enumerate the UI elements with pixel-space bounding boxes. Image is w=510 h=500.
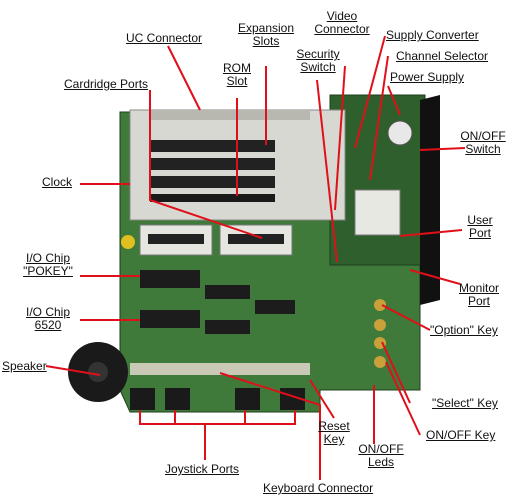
pointer-reset bbox=[309, 379, 335, 419]
label-cardridge-ports: Cardridge Ports bbox=[64, 77, 149, 91]
label-on-off-switch-line1: ON/OFF bbox=[460, 129, 506, 143]
yellow-capacitor bbox=[121, 235, 135, 249]
label-user-port-line2: Port bbox=[468, 226, 491, 240]
pointer-select bbox=[381, 341, 411, 404]
video-box bbox=[354, 189, 401, 236]
keyboard-connector-strip bbox=[130, 363, 310, 375]
onoff-key-shape bbox=[374, 356, 386, 368]
label-on-off-switch-line2: Switch bbox=[465, 142, 501, 156]
label-user-port: User Port bbox=[460, 214, 500, 240]
label-security-switch: Security Switch bbox=[292, 48, 344, 74]
pointer-uc bbox=[167, 45, 201, 111]
label-on-off-leds-line1: ON/OFF bbox=[358, 442, 404, 456]
pointer-onoff bbox=[419, 147, 466, 151]
label-rom-slot-line1: ROM bbox=[223, 61, 251, 75]
label-io-chip-6520: I/O Chip 6520 bbox=[18, 306, 78, 332]
label-user-port-line1: User bbox=[467, 213, 493, 227]
expansion-slot-3 bbox=[150, 176, 275, 188]
label-rom-slot: ROM Slot bbox=[217, 62, 257, 88]
pointer-security bbox=[316, 79, 338, 263]
chip-b bbox=[205, 320, 250, 334]
label-monitor-port-line1: Monitor bbox=[458, 281, 499, 295]
label-on-off-key: ON/OFF Key bbox=[426, 428, 496, 442]
reset-key-shape bbox=[374, 299, 386, 311]
label-reset-key: Reset Key bbox=[314, 420, 354, 446]
pointer-monitor bbox=[409, 269, 461, 285]
joystick-port-3 bbox=[235, 388, 260, 410]
label-security-switch-line1: Security bbox=[296, 47, 340, 61]
expansion-slot-2 bbox=[150, 158, 275, 170]
pointer-joystick bbox=[139, 410, 296, 425]
pointer-onoffkey bbox=[385, 361, 421, 436]
pointer-cart bbox=[149, 90, 263, 239]
label-monitor-port-line2: Port bbox=[467, 294, 490, 308]
label-keyboard-connector: Keyboard Connector bbox=[263, 481, 374, 495]
label-on-off-leds-line2: Leds bbox=[367, 455, 395, 469]
label-io-chip-pokey-line1: I/O Chip bbox=[25, 251, 70, 265]
label-video-connector: Video Connector bbox=[309, 10, 375, 36]
chip-6520 bbox=[140, 310, 200, 328]
pointer-option bbox=[381, 304, 431, 331]
pointer-lines bbox=[45, 35, 466, 480]
option-key-shape bbox=[374, 319, 386, 331]
joystick-port-2 bbox=[165, 388, 190, 410]
label-power-supply: Power Supply bbox=[390, 70, 465, 84]
label-security-switch-line2: Switch bbox=[300, 60, 336, 74]
heatsink bbox=[420, 95, 440, 305]
pokey-chip bbox=[140, 270, 200, 288]
label-uc-connector: UC Connector bbox=[126, 31, 203, 45]
label-expansion-slots-line2: Slots bbox=[252, 34, 280, 48]
expansion-slot-1 bbox=[150, 140, 275, 152]
label-rom-slot-line2: Slot bbox=[226, 74, 248, 88]
chip-a bbox=[205, 285, 250, 299]
pointer-video bbox=[334, 65, 346, 211]
label-io-chip-6520-line1: I/O Chip bbox=[25, 305, 70, 319]
label-io-chip-6520-line2: 6520 bbox=[34, 318, 62, 332]
label-reset-key-line1: Reset bbox=[318, 419, 350, 433]
label-io-chip-pokey-line2: "POKEY" bbox=[23, 264, 73, 278]
label-option-key: "Option" Key bbox=[430, 323, 498, 337]
label-monitor-port: Monitor Port bbox=[452, 282, 506, 308]
label-supply-converter: Supply Converter bbox=[386, 28, 479, 42]
pointer-user bbox=[399, 229, 463, 237]
label-speaker: Speaker bbox=[2, 359, 47, 373]
label-expansion-slots-line1: Expansion bbox=[237, 21, 295, 35]
label-select-key: "Select" Key bbox=[432, 396, 498, 410]
label-channel-selector: Channel Selector bbox=[396, 49, 489, 63]
pointer-channel bbox=[369, 55, 389, 181]
label-io-chip-pokey: I/O Chip "POKEY" bbox=[18, 252, 78, 278]
label-clock: Clock bbox=[42, 175, 73, 189]
chip-c bbox=[255, 300, 295, 314]
pointer-supply bbox=[354, 35, 386, 149]
label-expansion-slots: Expansion Slots bbox=[233, 22, 299, 48]
rom-slot bbox=[150, 194, 275, 202]
pointer-keyboard bbox=[219, 372, 321, 480]
label-reset-key-line2: Key bbox=[323, 432, 345, 446]
power-cap bbox=[387, 120, 413, 146]
pointer-power bbox=[387, 85, 401, 116]
label-on-off-leds: ON/OFF Leds bbox=[356, 443, 406, 469]
label-video-connector-line2: Connector bbox=[314, 22, 370, 36]
label-video-connector-line1: Video bbox=[326, 9, 358, 23]
label-on-off-switch: ON/OFF Switch bbox=[458, 130, 508, 156]
pointer-speaker bbox=[45, 365, 101, 376]
joystick-port-1 bbox=[130, 388, 155, 410]
uc-connector-pins bbox=[150, 110, 310, 120]
label-joystick-ports: Joystick Ports bbox=[165, 462, 240, 476]
